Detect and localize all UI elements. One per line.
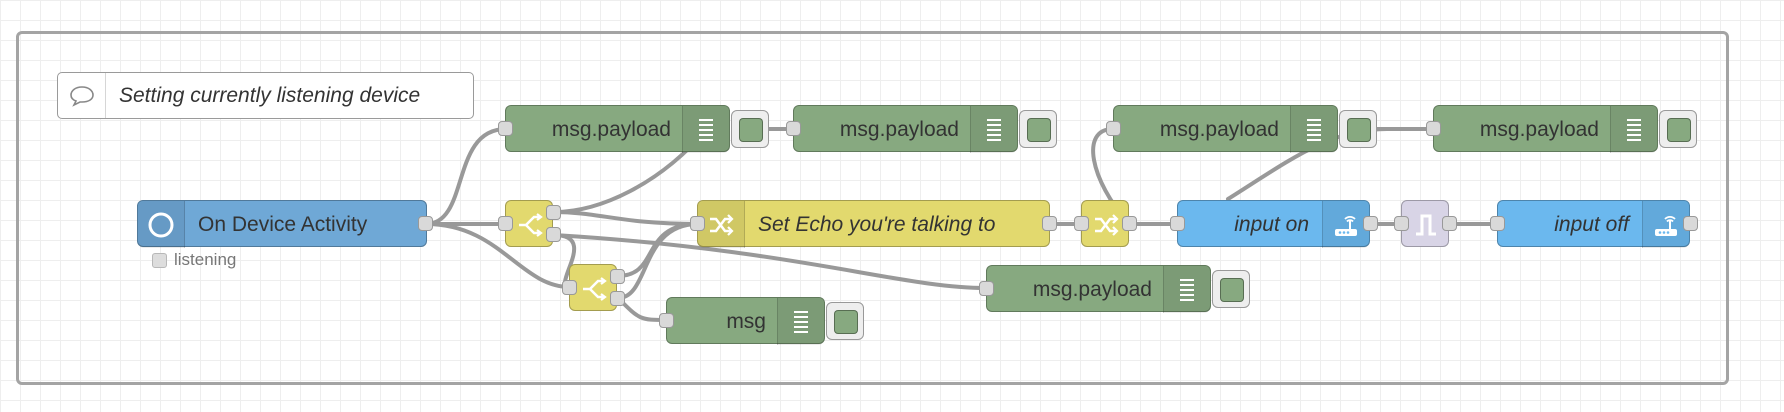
input-port[interactable] — [1490, 216, 1505, 231]
output-port[interactable] — [1122, 216, 1137, 231]
output-port[interactable] — [610, 269, 625, 284]
output-port[interactable] — [610, 291, 625, 306]
node-label: msg.payload — [1159, 118, 1279, 141]
input-port[interactable] — [1170, 216, 1185, 231]
debug-toggle-button[interactable] — [1659, 110, 1697, 148]
debug-node[interactable]: msg.payload — [1113, 105, 1377, 153]
switch-node[interactable] — [569, 264, 617, 311]
comment-node[interactable]: Setting currently listening device — [57, 72, 474, 119]
node-label: msg.payload — [839, 118, 959, 141]
list-icon — [1610, 106, 1657, 153]
on-device-activity-node[interactable]: On Device Activity — [137, 200, 427, 248]
input-port[interactable] — [1106, 121, 1121, 136]
node-status: listening — [152, 250, 236, 270]
speech-bubble-icon — [58, 73, 106, 118]
debug-node[interactable]: msg.payload — [505, 105, 769, 153]
list-icon — [1290, 106, 1337, 153]
debug-node[interactable]: msg.payload — [793, 105, 1057, 153]
pulse-icon — [1402, 201, 1450, 248]
input-port[interactable] — [1074, 216, 1089, 231]
input-port[interactable] — [1394, 216, 1409, 231]
debug-node[interactable]: msg — [666, 297, 864, 345]
list-icon — [682, 106, 729, 153]
output-port[interactable] — [546, 227, 561, 242]
debug-toggle-button[interactable] — [731, 110, 769, 148]
shuffle-icon — [698, 201, 745, 248]
comment-label: Setting currently listening device — [119, 83, 421, 107]
debug-node[interactable]: msg.payload — [1433, 105, 1697, 153]
router-icon — [1642, 201, 1689, 248]
debug-node[interactable]: msg.payload — [986, 265, 1250, 313]
list-icon — [777, 298, 824, 345]
switch-icon — [570, 265, 618, 312]
input-off-node[interactable]: input off — [1497, 200, 1690, 248]
node-label: msg — [726, 310, 766, 333]
input-port[interactable] — [786, 121, 801, 136]
node-label: Set Echo you're talking to — [758, 213, 996, 236]
switch-icon — [506, 201, 554, 248]
input-port[interactable] — [690, 216, 705, 231]
debug-toggle-button[interactable] — [1212, 270, 1250, 308]
output-port[interactable] — [1442, 216, 1457, 231]
node-label: On Device Activity — [198, 213, 368, 236]
input-port[interactable] — [498, 121, 513, 136]
input-port[interactable] — [562, 280, 577, 295]
node-label: msg.payload — [1479, 118, 1599, 141]
status-text: listening — [174, 250, 237, 269]
debug-toggle-button[interactable] — [826, 302, 864, 340]
change-node[interactable] — [1081, 200, 1129, 247]
status-dot-icon — [152, 252, 167, 268]
node-label: input on — [1234, 213, 1309, 236]
output-port[interactable] — [546, 205, 561, 220]
input-port[interactable] — [659, 313, 674, 328]
output-port[interactable] — [418, 216, 433, 231]
flow-group[interactable] — [16, 31, 1729, 385]
debug-toggle-button[interactable] — [1019, 110, 1057, 148]
circle-icon — [138, 201, 185, 248]
switch-node[interactable] — [505, 200, 553, 247]
output-port[interactable] — [1042, 216, 1057, 231]
output-port[interactable] — [1363, 216, 1378, 231]
node-label: msg.payload — [1032, 278, 1152, 301]
shuffle-icon — [1082, 201, 1130, 248]
list-icon — [1163, 266, 1210, 313]
router-icon — [1322, 201, 1369, 248]
input-port[interactable] — [498, 216, 513, 231]
input-on-node[interactable]: input on — [1177, 200, 1370, 248]
input-port[interactable] — [1426, 121, 1441, 136]
output-port[interactable] — [1683, 216, 1698, 231]
list-icon — [970, 106, 1017, 153]
set-echo-change-node[interactable]: Set Echo you're talking to — [697, 200, 1050, 248]
node-label: input off — [1554, 213, 1629, 236]
debug-toggle-button[interactable] — [1339, 110, 1377, 148]
input-port[interactable] — [979, 281, 994, 296]
node-label: msg.payload — [551, 118, 671, 141]
